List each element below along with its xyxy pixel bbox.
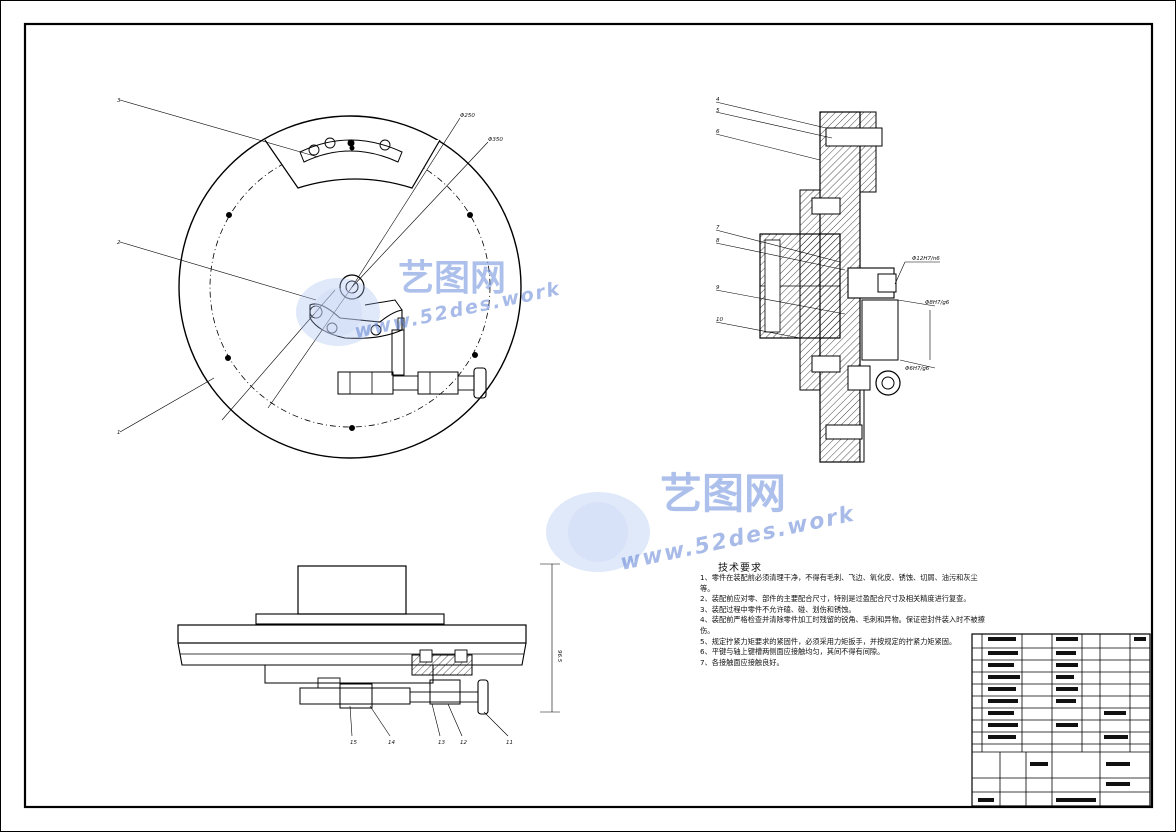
title-block-fill [978,637,1146,802]
front-view [119,99,522,459]
tech-req-item: 3、装配过程中零件不允许磕、碰、划伤和锈蚀。 [700,604,856,614]
side-label-4: 4 [716,97,720,103]
side-fit-12: Φ12H7/n6 [912,256,940,262]
tech-req-item: 7、各接触面应接触良好。 [700,657,784,667]
bottom-label-14: 14 [388,740,395,746]
watermark-top: 艺图网 www.52des.work [296,258,563,346]
bottom-label-11: 11 [506,740,513,746]
bottom-dim-96-5: 96.5 [556,650,562,663]
tech-req-item: 2、装配前应对零、部件的主要配合尺寸，特别是过盈配合尺寸及相关精度进行复查。 [700,594,971,604]
bottom-label-12: 12 [460,740,467,746]
front-dim-350: Φ350 [488,137,503,143]
inner-frame [23,22,1154,809]
front-label-1: 1 [117,430,121,436]
tech-req-item: 1、零件在装配前必须清理干净，不得有毛刺、飞边、氧化皮、锈蚀、切屑、油污和灰尘等… [700,573,978,593]
tech-req-item: 6、平键与轴上键槽两侧面应接触均匀，其间不得有间隙。 [700,647,885,657]
side-fit-8: Φ8H7/g6 [925,300,950,306]
tech-requirements: 1、零件在装配前必须清理干净，不得有毛刺、飞边、氧化皮、锈蚀、切屑、油污和灰尘等… [700,573,990,668]
watermark-brand-top: 艺图网 [398,258,506,299]
tech-requirements-title: 技术要求 [718,563,762,574]
title-block [971,633,1151,807]
front-dim-250: Φ250 [460,113,475,119]
side-label-10: 10 [716,317,723,323]
bottom-label-13: 13 [438,740,445,746]
tech-req-item: 4、装配前严格检查并清除零件加工时残留的锐角、毛刺和异物。保证密封件装入时不被擦… [700,615,985,635]
front-label-3: 3 [117,98,121,104]
side-label-6: 6 [716,129,720,135]
watermark-middle: 艺图网 www.52des.work [546,469,858,576]
side-label-9: 9 [716,285,720,291]
side-label-7: 7 [716,225,720,231]
side-fit-6: Φ6H7/g6 [905,366,930,372]
bottom-label-15: 15 [350,740,357,746]
side-label-8: 8 [716,238,720,244]
watermark-brand-middle: 艺图网 [660,469,786,518]
side-section-view [715,101,940,463]
tech-req-item: 5、规定拧紧力矩要求的紧固件，必须采用力矩扳手，并按规定的拧紧力矩紧固。 [700,636,957,646]
bottom-view [177,563,560,737]
front-label-2: 2 [117,240,121,246]
side-label-5: 5 [716,108,720,114]
